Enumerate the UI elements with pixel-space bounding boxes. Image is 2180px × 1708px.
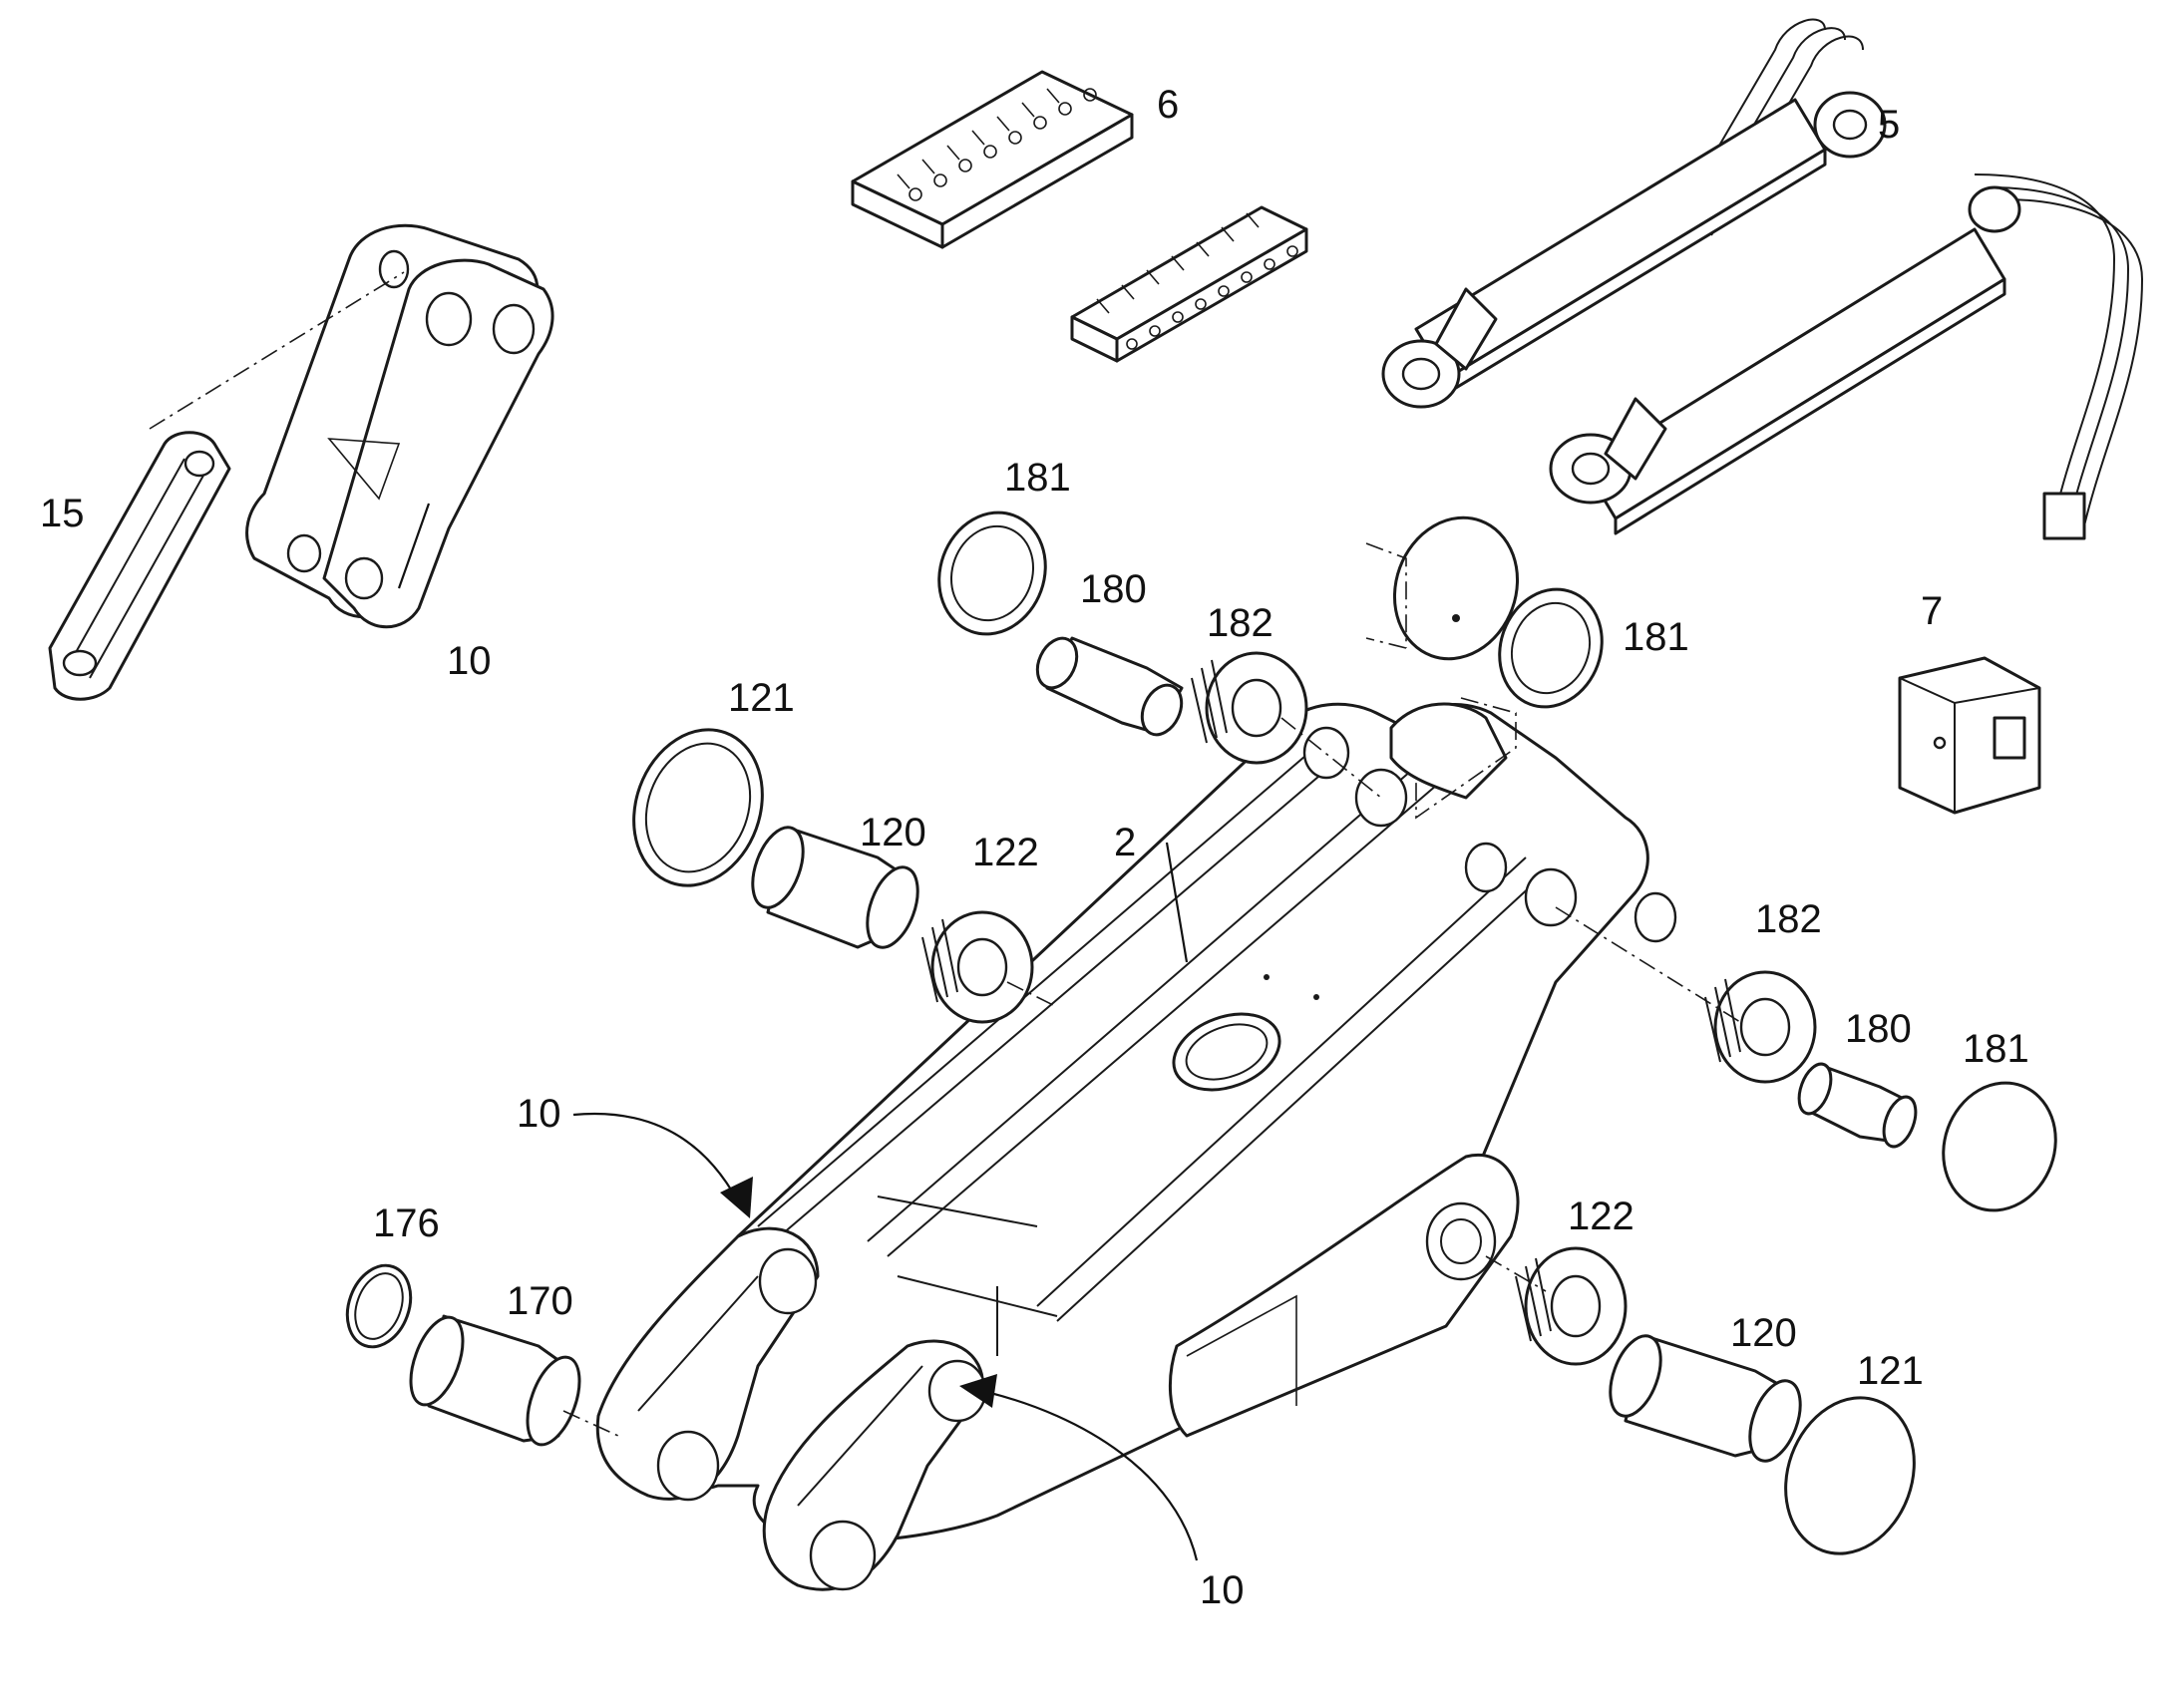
axis-line-link (149, 271, 405, 430)
part-182-bushing-top (1191, 651, 1308, 765)
part-6-valve-blocks (851, 70, 1308, 363)
axis-line-122-bottom (1485, 1255, 1547, 1292)
callout-2: 2 (1114, 821, 1136, 864)
callout-121-left: 121 (728, 676, 795, 720)
part-182-bushing-right (1704, 970, 1817, 1084)
callout-120-bottom: 120 (1730, 1311, 1797, 1355)
callout-6: 6 (1157, 83, 1179, 127)
callout-182-right: 182 (1755, 897, 1822, 941)
part-121-cover-bottom (1784, 1396, 1916, 1555)
part-120-pin-left (751, 826, 919, 949)
callout-181-right: 181 (1623, 615, 1689, 659)
callout-180-right: 180 (1845, 1007, 1912, 1051)
callout-10-top: 10 (447, 639, 492, 683)
part-170-pin (409, 1314, 581, 1447)
part-176-ring (345, 1263, 413, 1349)
callout-10-bottom: 10 (1200, 1568, 1245, 1612)
bracket-line-a (1365, 542, 1407, 649)
part-122-bushing-bottom (1515, 1246, 1628, 1366)
part-120-pin-bottom (1609, 1334, 1802, 1463)
callout-15: 15 (40, 492, 85, 535)
part-10-link-top (245, 223, 554, 629)
axis-line-182-top (1280, 717, 1382, 799)
callout-7: 7 (1921, 589, 1943, 633)
part-15-link-arm (48, 431, 231, 701)
callout-122-left: 122 (972, 831, 1039, 874)
axis-line-182-right (1555, 906, 1741, 1023)
part-cover-right-top (1392, 515, 1520, 661)
callout-181-top: 181 (1004, 456, 1071, 500)
part-121-cover-left (632, 728, 764, 887)
part-122-bushing-left (921, 910, 1034, 1024)
callout-176: 176 (373, 1201, 440, 1245)
axis-line-122-left (1006, 981, 1058, 1008)
callout-122-bottom: 122 (1568, 1195, 1635, 1238)
part-181-cover-right (1498, 587, 1604, 709)
leader-lines (397, 503, 1199, 1561)
callout-180-top: 180 (1080, 567, 1147, 611)
part-5-hydraulic-cylinders (1381, 18, 2144, 540)
callout-121-bottom: 121 (1857, 1349, 1924, 1393)
callout-170: 170 (507, 1279, 573, 1323)
callout-120-left: 120 (860, 811, 926, 854)
part-7-bracket (1898, 656, 2041, 815)
axis-line-170 (562, 1410, 619, 1437)
callout-182-top: 182 (1207, 601, 1273, 645)
part-181-cover-bottom-right (1942, 1081, 2057, 1212)
part-180-pin-right (1797, 1062, 1918, 1149)
part-2-boom-frame (595, 702, 1677, 1591)
callout-5: 5 (1878, 103, 1900, 147)
callout-labels: 6 5 15 10 181 180 182 181 7 121 120 122 … (40, 83, 2029, 1612)
callout-181-bottom-right: 181 (1963, 1027, 2029, 1071)
bracket-line-b (1415, 697, 1517, 820)
part-181-cover-top (937, 511, 1047, 636)
callout-10-left: 10 (517, 1092, 561, 1136)
part-180-pin-top (1035, 636, 1184, 737)
